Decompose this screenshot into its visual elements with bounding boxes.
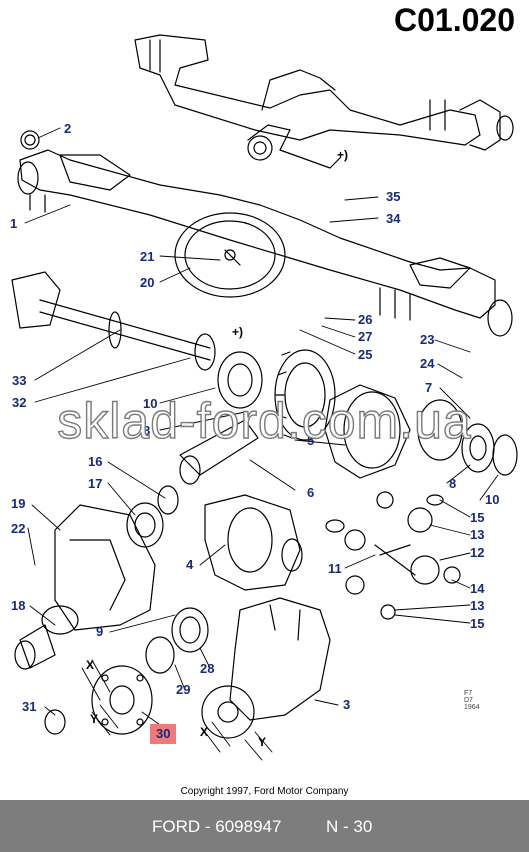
callout-10-lower: 10 <box>485 492 500 507</box>
callout-15-upper: 15 <box>470 510 485 525</box>
halfshaft <box>11 271 216 371</box>
callout-28: 28 <box>200 661 215 676</box>
callout-15-lower: 15 <box>470 616 485 631</box>
axle-housing <box>17 130 513 337</box>
plus-bracket-top: +) <box>337 148 349 162</box>
callout-25: 25 <box>358 347 373 362</box>
ring-gear <box>274 349 336 441</box>
callout-7: 7 <box>425 380 433 395</box>
callout-13-lower: 13 <box>470 598 485 613</box>
callout-21: 21 <box>140 249 155 264</box>
callout-8-upper: 8 <box>143 423 151 438</box>
callout-22: 22 <box>11 521 26 536</box>
rear-housing-assembly <box>201 597 331 739</box>
callout-1: 1 <box>10 216 18 231</box>
leader-lines <box>24 127 499 726</box>
callout-9: 9 <box>96 624 104 639</box>
callout-34: 34 <box>386 211 401 226</box>
callout-12: 12 <box>470 545 485 560</box>
differential-carrier <box>204 494 303 591</box>
callout-20: 20 <box>140 275 155 290</box>
callout-29: 29 <box>176 682 191 697</box>
callout-35: 35 <box>386 189 401 204</box>
callout-30-highlighted: 30 <box>150 724 177 744</box>
callout-4: 4 <box>186 557 194 572</box>
dimension-marks <box>81 659 273 761</box>
y-dimension-mark-left: Y <box>90 712 99 726</box>
callout-24: 24 <box>420 356 435 371</box>
callout-3: 3 <box>343 697 351 712</box>
callout-32: 32 <box>12 395 27 410</box>
callout-2: 2 <box>64 121 72 136</box>
callout-23: 23 <box>420 332 435 347</box>
callout-26: 26 <box>358 312 373 327</box>
callout-16: 16 <box>88 454 103 469</box>
watermark: sklad-ford.com.ua <box>57 392 472 449</box>
differential-cover <box>174 212 286 298</box>
copyright-notice: Copyright 1997, Ford Motor Company <box>180 786 349 797</box>
callout-13-upper: 13 <box>470 527 485 542</box>
callout-27: 27 <box>358 329 373 344</box>
footer-bar: FORD - 6098947 N - 30 <box>0 800 529 852</box>
plus-bracket-middle: +) <box>232 325 244 339</box>
spider-gears <box>325 491 461 620</box>
callout-5: 5 <box>307 433 315 448</box>
callout-33: 33 <box>12 373 27 388</box>
callout-31: 31 <box>22 699 37 714</box>
callout-17: 17 <box>88 476 103 491</box>
footer-part-number: FORD - 6098947 <box>152 817 282 836</box>
differential-case <box>324 384 518 479</box>
drawing-ref-stamp: F7 D7 1964 <box>464 690 480 711</box>
x-dimension-mark-left: X <box>86 658 95 672</box>
callout-19: 19 <box>11 496 26 511</box>
carrier-housing <box>14 504 156 670</box>
callout-11: 11 <box>328 561 342 576</box>
companion-flange <box>44 607 209 735</box>
x-dimension-mark-right: X <box>200 725 209 739</box>
y-dimension-mark-right: Y <box>258 735 267 749</box>
callout-10-upper: 10 <box>143 396 158 411</box>
callout-6: 6 <box>307 485 315 500</box>
callout-8-lower: 8 <box>449 476 457 491</box>
callout-18: 18 <box>11 598 26 613</box>
footer-page-ref: N - 30 <box>326 817 373 836</box>
drawing-code: C01.020 <box>394 2 515 38</box>
callout-14: 14 <box>470 581 485 596</box>
axle-assembly-overview <box>134 34 514 169</box>
